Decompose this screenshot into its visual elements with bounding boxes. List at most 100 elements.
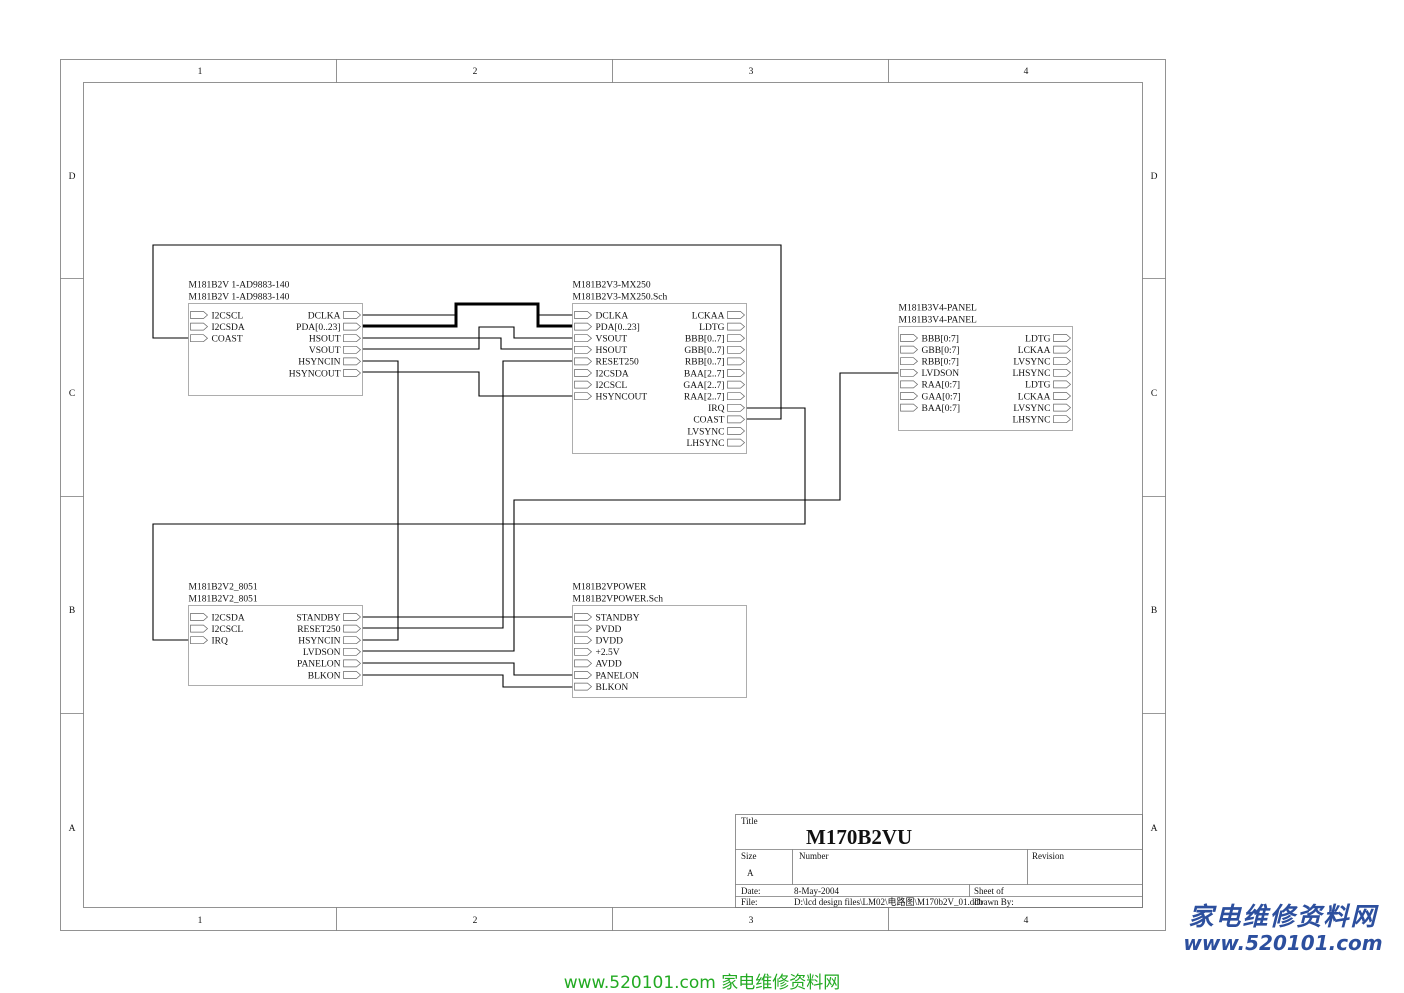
watermark-logo: 家电维修资料网 www.520101.com: [1172, 902, 1394, 954]
sheet-entry-port: [1053, 368, 1072, 377]
sheet-entry-port: [727, 427, 746, 435]
sheet-entry-port: [190, 624, 209, 633]
sheet-entry-label: RESET250: [297, 625, 341, 635]
sheet-entry-label: LDTG: [1025, 334, 1050, 344]
sheet-entry-port: [1053, 334, 1072, 342]
sheet-entry-label: LVSYNC: [1013, 404, 1050, 414]
title-label: Title: [741, 816, 758, 826]
sheet-entry-label: RBB[0..7]: [685, 358, 725, 368]
sheet-entry-port: [727, 438, 746, 447]
sheet-entry-port: [900, 392, 919, 400]
sheet-label: Sheet of: [974, 886, 1004, 896]
sheet-filename: M181B2VPOWER.Sch: [573, 595, 664, 605]
sheet-entry-port: [727, 357, 746, 366]
sheet-entry-port: [727, 403, 746, 412]
sheet-entry-port: [574, 671, 593, 679]
sheet-symbol-ad9883: [188, 303, 363, 396]
footer-link[interactable]: www.520101.com 家电维修资料网: [563, 973, 841, 993]
sheet-entry-label: DCLKA: [308, 311, 341, 321]
sheet-entry-port: [343, 322, 362, 331]
sheet-entry-label: PANELON: [596, 671, 640, 681]
sheet-entry-label: AVDD: [596, 660, 622, 670]
col-label-top: 2: [473, 67, 478, 77]
col-label-top: 1: [198, 67, 203, 77]
title-block: Title M170B2VU Size A Number Revision Da…: [735, 814, 1143, 908]
col-label-top: 4: [1024, 67, 1029, 77]
size-label: Size: [741, 851, 757, 861]
sheet-entry-port: [1053, 415, 1072, 424]
sheet-entry-port: [1053, 403, 1072, 412]
date-label: Date:: [741, 886, 761, 896]
sheet-entry-label: HSYNCIN: [298, 358, 340, 368]
sheet-entry-label: GAA[0:7]: [922, 392, 961, 402]
sheet-entry-port: [574, 682, 593, 691]
sheet-entry-port: [574, 334, 593, 343]
sheet-entry-port: [190, 334, 209, 343]
sheet-entry-port: [343, 647, 362, 656]
number-label: Number: [799, 851, 829, 861]
sheet-entry-port: [190, 636, 209, 645]
col-label-bottom: 3: [749, 916, 754, 926]
sheet-entry-label: I2CSCL: [596, 381, 628, 391]
sheet-entry-label: COAST: [693, 416, 724, 426]
sheet-entry-port: [343, 334, 362, 343]
sheet-entry-port: [574, 647, 593, 656]
sheet-entry-port: [727, 369, 746, 377]
sheet-entry-port: [343, 636, 362, 645]
wire-panelon: [362, 662, 590, 676]
row-label-right: D: [1151, 172, 1158, 182]
column-dividers: [60, 59, 1166, 931]
size-value: A: [747, 868, 754, 878]
row-label-left: C: [69, 389, 75, 399]
sheet-entry-port: [1053, 380, 1072, 389]
sheet-entry-label: LCKAA: [1018, 346, 1051, 356]
sheet-entry-label: PANELON: [297, 660, 341, 670]
file-label: File:: [741, 897, 758, 907]
sheet-entry-label: RESET250: [596, 358, 640, 368]
sheet-entry-label: LCKAA: [1018, 392, 1051, 402]
sheet-entry-label: LDTG: [699, 323, 724, 333]
sheet-entry-port: [343, 613, 362, 621]
sheet-symbol-power: [572, 605, 747, 698]
sheet-entry-label: STANDBY: [296, 613, 340, 623]
sheet-entry-label: I2CSDA: [212, 613, 245, 623]
sheet-entry-port: [727, 311, 746, 319]
sheet-entry-port: [727, 334, 746, 343]
sheet-entry-label: LVSYNC: [1013, 358, 1050, 368]
sheet-filename: M181B3V4-PANEL: [899, 316, 977, 326]
sheet-entry-label: DCLKA: [596, 311, 629, 321]
sheet-entry-label: PVDD: [596, 625, 622, 635]
sheet-entry-port: [900, 357, 919, 366]
sheet-entry-port: [574, 636, 593, 645]
sheet-entry-label: VSOUT: [596, 335, 628, 345]
col-label-top: 3: [749, 67, 754, 77]
sheet-entry-label: I2CSCL: [212, 311, 244, 321]
sheet-entry-label: BLKON: [596, 683, 629, 693]
row-label-left: D: [69, 172, 76, 182]
drawing-title: M170B2VU: [806, 825, 912, 849]
sheet-entry-label: I2CSDA: [212, 323, 245, 333]
sheet-entry-label: RAA[2..7]: [684, 393, 725, 403]
sheet-entry-port: [343, 311, 362, 319]
sheet-entry-port: [574, 345, 593, 354]
sheet-entry-label: BBB[0:7]: [922, 334, 959, 344]
sheet-name: M181B2V 1-AD9883-140: [189, 281, 290, 291]
sheet-filename: M181B2V2_8051: [189, 595, 258, 605]
date-value: 8-May-2004: [794, 886, 839, 896]
sheet-entry-port: [343, 345, 362, 354]
col-label-bottom: 2: [473, 916, 478, 926]
row-label-right: A: [1151, 824, 1158, 834]
sheet-entry-port: [574, 380, 593, 389]
sheet-entry-label: I2CSDA: [596, 369, 629, 379]
sheet-entry-label: LVDSON: [922, 369, 960, 379]
sheet-entry-label: LVDSON: [303, 648, 341, 658]
sheet-entry-port: [574, 624, 593, 633]
wire-dclka: [362, 303, 590, 316]
sheet-entry-label: BAA[0:7]: [922, 404, 961, 414]
sheet-entry-label: BAA[2..7]: [684, 369, 725, 379]
sheet-entry-port: [727, 380, 746, 389]
drawn-by-label: Drawn By:: [974, 897, 1014, 907]
sheet-entry-label: VSOUT: [309, 346, 341, 356]
sheet-entry-port: [727, 322, 746, 331]
